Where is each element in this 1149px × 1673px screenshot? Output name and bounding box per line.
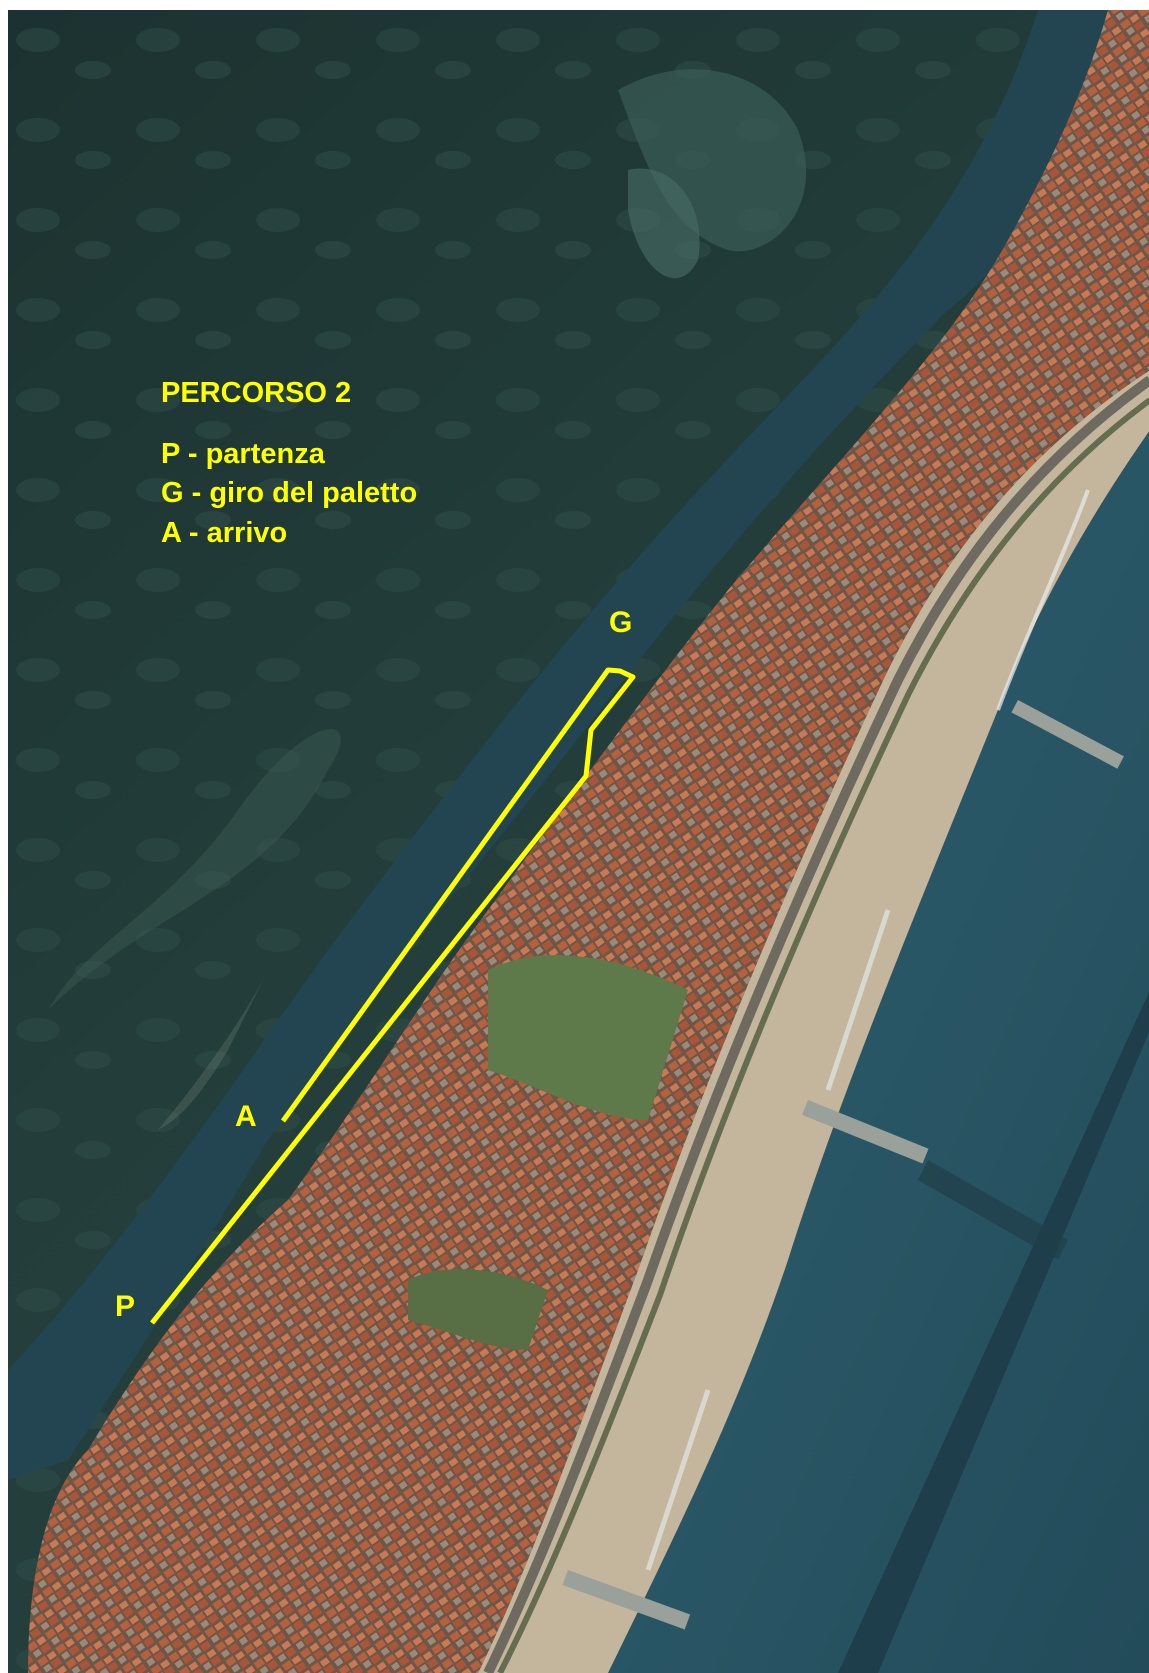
channel — [8, 10, 1108, 1480]
beach — [478, 370, 1149, 1673]
route-outbound — [150, 667, 636, 1325]
legend-start: P - partenza — [161, 438, 325, 470]
marker-turn: G — [609, 606, 633, 639]
marker-finish: A — [235, 1100, 257, 1133]
aerial-map — [8, 10, 1149, 1673]
legend-finish: A - arrivo — [161, 517, 288, 549]
town — [28, 10, 1149, 1673]
route-title: PERCORSO 2 — [161, 377, 352, 409]
route-overlay — [150, 667, 636, 1325]
marker-start: P — [115, 1290, 136, 1323]
satellite-image — [8, 10, 1149, 1673]
legend-turn: G - giro del paletto — [161, 477, 418, 509]
